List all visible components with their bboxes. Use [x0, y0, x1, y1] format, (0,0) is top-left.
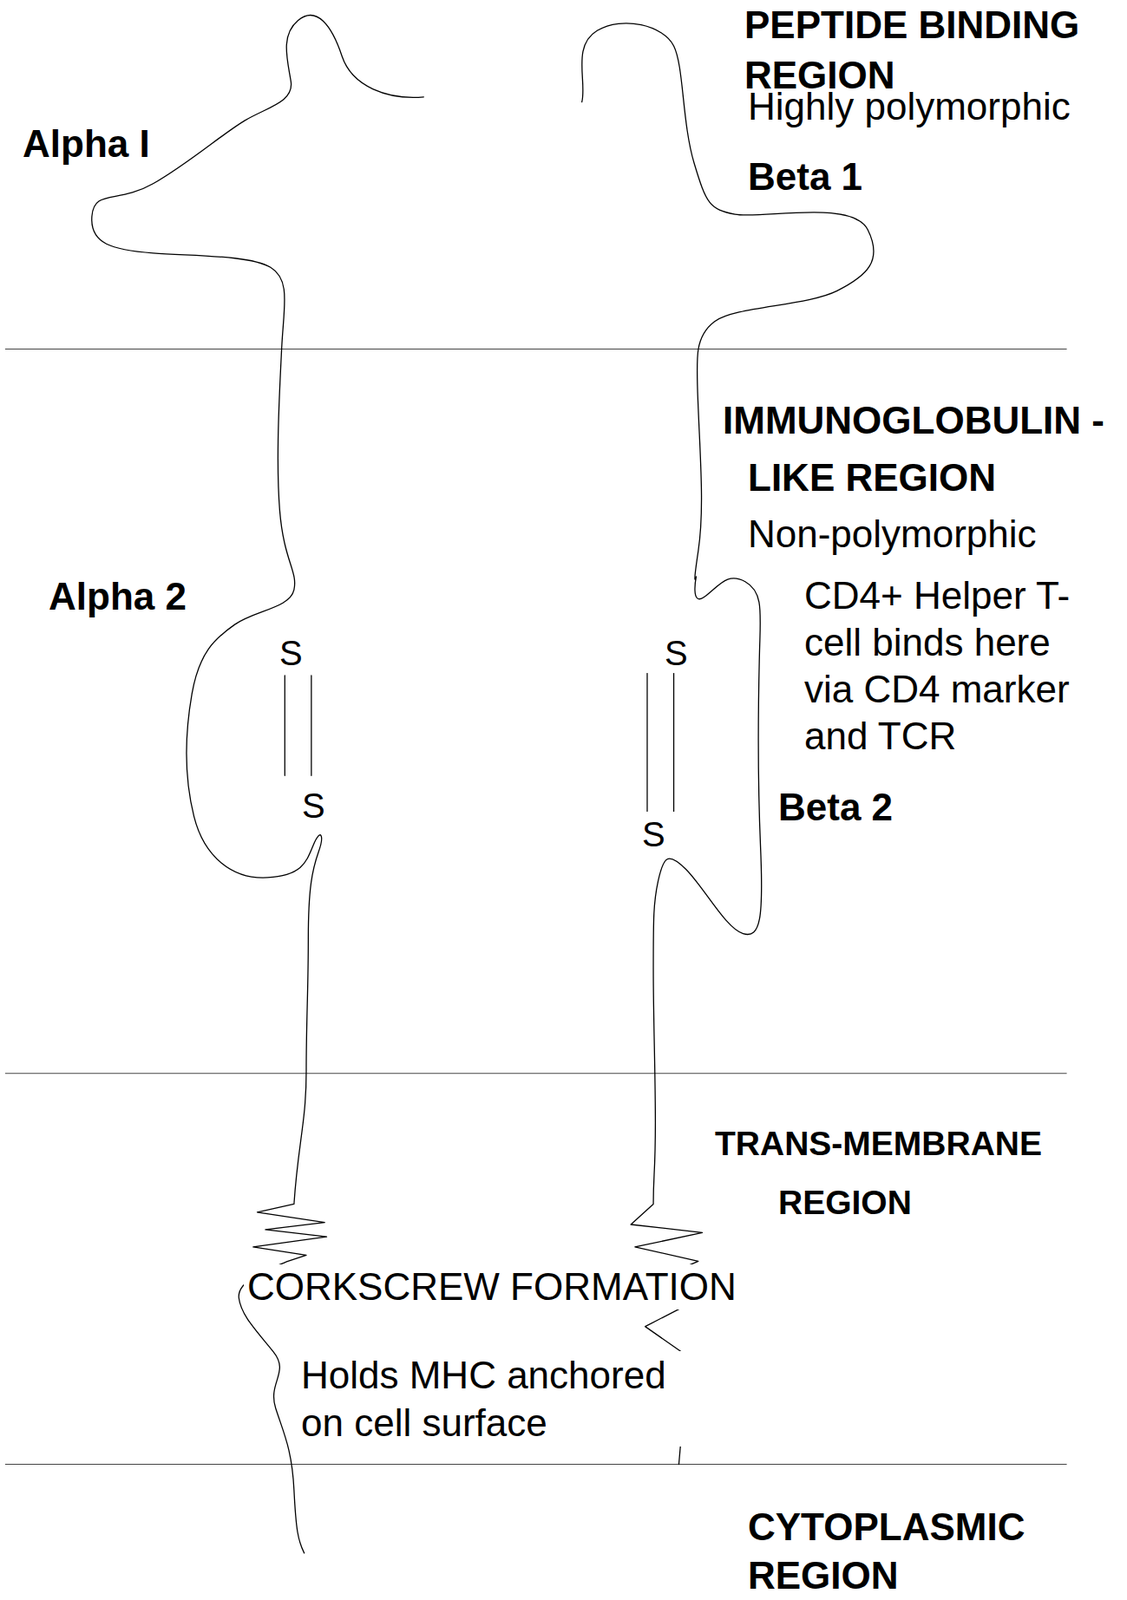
region-heading: TRANS-MEMBRANE REGION	[714, 1114, 1126, 1233]
disulfide-bond	[284, 675, 286, 776]
region-note: Highly polymorphic	[747, 84, 1071, 130]
sulfur-atom: S	[301, 786, 326, 826]
region-divider	[5, 348, 1068, 350]
disulfide-bond	[646, 674, 648, 813]
sulfur-atom: S	[664, 633, 688, 674]
region-note: Non-polymorphic	[747, 511, 1037, 557]
disulfide-bond	[673, 674, 675, 813]
region-divider	[5, 1073, 1068, 1075]
chain-label: Alpha 2	[48, 574, 187, 620]
disulfide-bond	[310, 675, 312, 776]
region-divider	[5, 1464, 1068, 1466]
region-heading: CYTOPLASMIC REGION	[747, 1503, 1078, 1600]
chain-label: Alpha I	[22, 121, 151, 167]
region-heading: IMMUNOGLOBULIN -LIKE REGION	[722, 392, 1113, 507]
alpha-chain	[91, 15, 425, 1554]
chain-label: Beta 2	[778, 785, 893, 831]
region-note: CD4+ Helper T-cell binds here via CD4 ma…	[804, 572, 1104, 761]
region-note: CORKSCREW FORMATION	[243, 1264, 741, 1311]
region-note: Holds MHC anchored on cell surface	[297, 1351, 721, 1448]
chain-label: Beta 1	[747, 154, 863, 200]
sulfur-atom: S	[642, 814, 666, 855]
sulfur-atom: S	[279, 633, 303, 674]
